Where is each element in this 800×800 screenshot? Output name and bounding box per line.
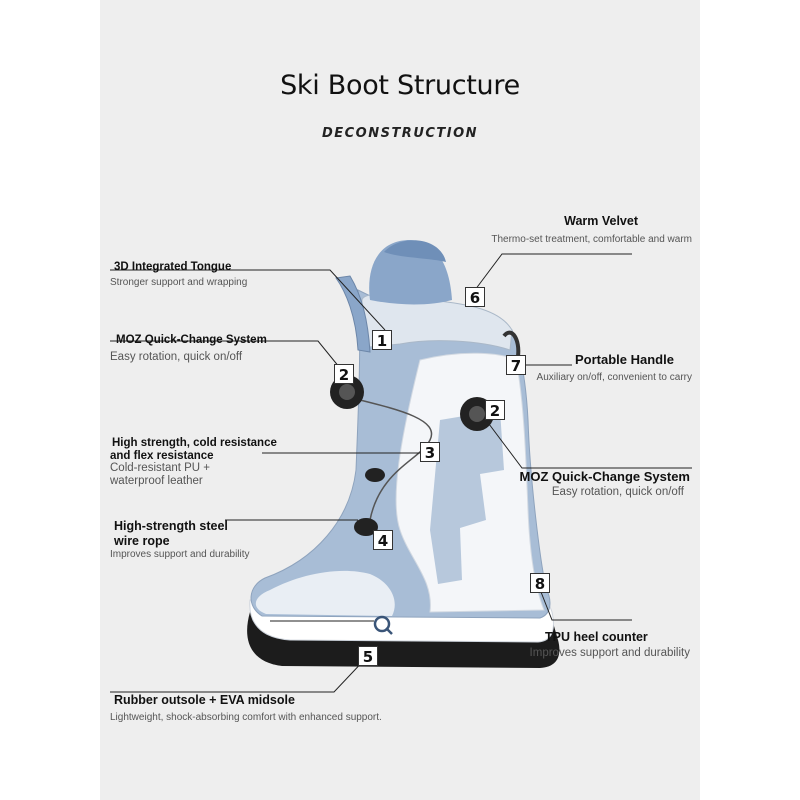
boot-toe-panel (255, 570, 395, 616)
feature-title-8: TPU heel counter (545, 630, 648, 644)
feature-badge-2b: 2 (485, 400, 505, 420)
feature-badge-2: 2 (334, 364, 354, 384)
feature-badge-6: 6 (465, 287, 485, 307)
boot-illustration (110, 240, 692, 693)
feature-desc-2: Easy rotation, quick on/off (110, 351, 243, 363)
feature-desc-6: Thermo-set treatment, comfortable and wa… (491, 234, 692, 245)
boot-handle (502, 330, 521, 357)
feature-title-2b: MOZ Quick-Change System (519, 469, 690, 484)
feature-badge-8: 8 (530, 573, 550, 593)
boot-wire-rope (359, 399, 433, 521)
feature-title-1: 3D Integrated Tongue (114, 261, 232, 273)
feature-title-4-line2: wire rope (114, 534, 170, 548)
leader-line-1 (110, 269, 386, 331)
feature-desc-1: Stronger support and wrapping (110, 277, 248, 288)
boot-liner-top (384, 240, 446, 262)
page-title: Ski Boot Structure (280, 70, 520, 101)
diagram-panel: Ski Boot Structure DECONSTRUCTION (100, 0, 700, 800)
feature-title-6: Warm Velvet (564, 214, 638, 228)
boot-tongue (335, 275, 371, 353)
feature-badge-1: 1 (372, 330, 392, 350)
feature-desc-2b: Easy rotation, quick on/off (551, 486, 684, 498)
feature-title-4-line1: High-strength steel (114, 519, 228, 533)
feature-title-2: MOZ Quick-Change System (116, 334, 267, 346)
feature-badge-7: 7 (506, 355, 526, 375)
feature-desc-5: Lightweight, shock-absorbing comfort wit… (110, 712, 382, 723)
leader-line-2 (110, 340, 345, 374)
boa-dial-icon (365, 468, 385, 482)
leader-line-5 (110, 655, 369, 693)
feature-title-3-line1: High strength, cold resistance (112, 437, 277, 449)
brand-logo-icon (373, 615, 393, 635)
feature-title-5: Rubber outsole + EVA midsole (114, 693, 295, 707)
feature-badge-3: 3 (420, 442, 440, 462)
boot-shell-pattern (430, 410, 504, 584)
leader-line-6 (474, 253, 632, 291)
feature-desc-7: Auxiliary on/off, convenient to carry (536, 372, 692, 383)
leader-line-2b (485, 419, 692, 469)
leader-line-8 (540, 591, 632, 621)
feature-desc-8: Improves support and durability (529, 647, 690, 659)
page-subtitle: DECONSTRUCTION (321, 126, 479, 141)
feature-desc-3-line1: Cold-resistant PU + (110, 462, 211, 474)
feature-desc-4: Improves support and durability (110, 549, 250, 560)
feature-badge-5: 5 (358, 646, 378, 666)
feature-title-7: Portable Handle (575, 352, 674, 367)
feature-desc-3-line2: waterproof leather (110, 475, 203, 487)
feature-title-3-line2: and flex resistance (110, 450, 214, 462)
boa-dial-icon (354, 518, 378, 536)
feature-badge-4: 4 (373, 530, 393, 550)
leader-lines (110, 253, 692, 693)
